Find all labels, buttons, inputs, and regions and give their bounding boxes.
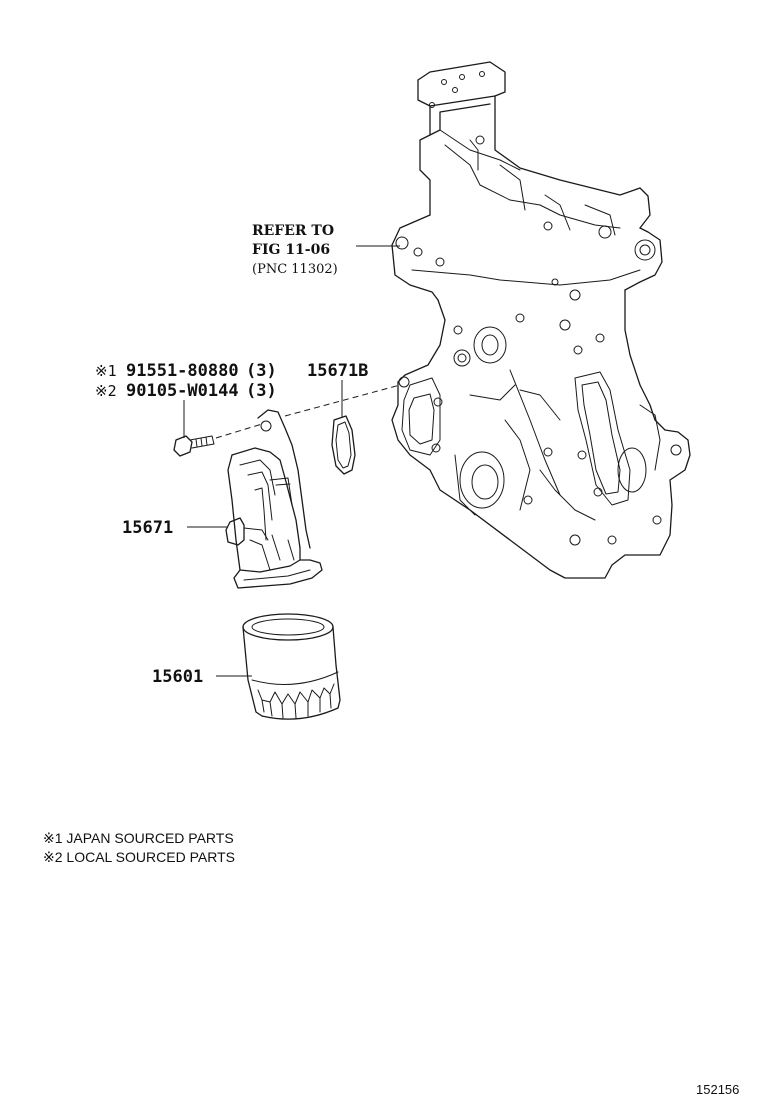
note-local-sourced: ※2 LOCAL SOURCED PARTS: [43, 849, 235, 865]
bolt-local-qty: (3): [246, 381, 277, 401]
gasket-part-number: 15671B: [307, 361, 368, 381]
filter-part-number: 15601: [152, 667, 203, 687]
reference-line-2: FIG 11-06: [252, 242, 330, 258]
bolt-local-part-number: 90105-W0144: [126, 381, 239, 401]
reference-line-1: REFER TO: [252, 223, 334, 239]
bracket-part-number: 15671: [122, 518, 173, 538]
bolt-local-mark: ※2: [95, 382, 117, 400]
bolt-japan-qty: (3): [246, 361, 277, 381]
timing-cover-drawing: [391, 61, 691, 579]
bolt-japan-part-number: 91551-80880: [126, 361, 239, 381]
reference-line-3: (PNC 11302): [252, 262, 338, 277]
note-japan-sourced: ※1 JAPAN SOURCED PARTS: [43, 830, 234, 846]
bolt-japan-mark: ※1: [95, 362, 117, 380]
gasket-oring-drawing: [331, 415, 356, 475]
oil-filter-drawing: [242, 613, 341, 720]
figure-number: 152156: [696, 1082, 739, 1097]
oil-filter-bracket-drawing: [173, 384, 401, 589]
